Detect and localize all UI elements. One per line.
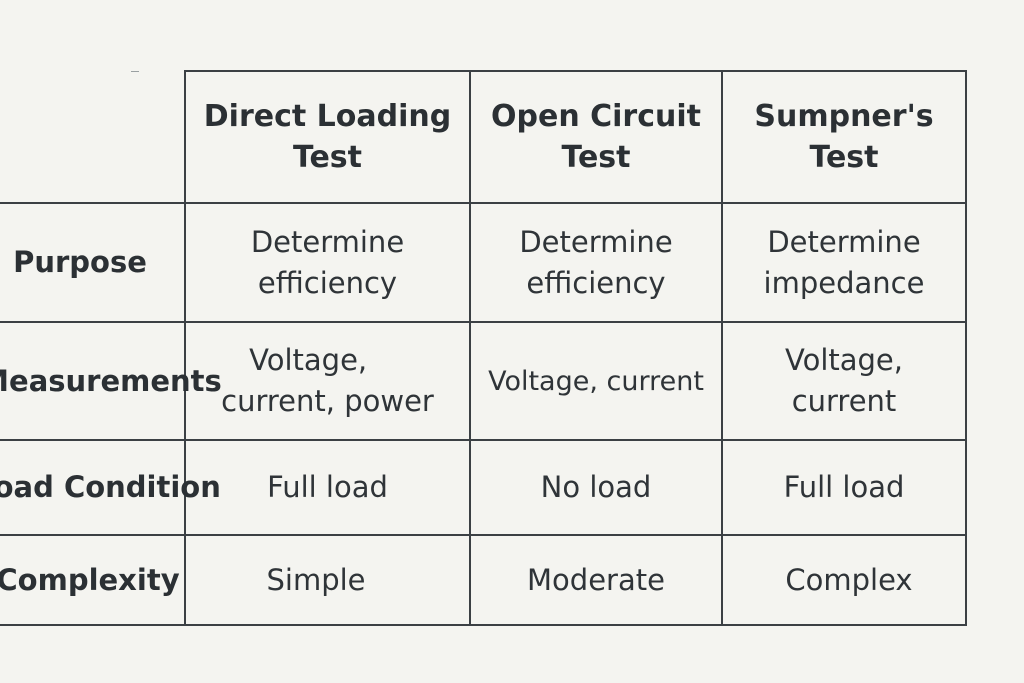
column-header-sumpners-test: Sumpner's Test xyxy=(723,72,965,202)
cell-line: Voltage, xyxy=(785,343,903,377)
column-header-line: Sumpner's xyxy=(754,99,934,134)
grid-line-header-bottom xyxy=(0,202,967,204)
cell-load-open-circuit: No load xyxy=(471,441,721,534)
cell-line: Full load xyxy=(783,470,905,504)
row-label-purpose: Purpose xyxy=(13,245,147,279)
cell-purpose-direct-loading: Determine efficiency xyxy=(186,204,469,321)
column-header-open-circuit-test: Open Circuit Test xyxy=(471,72,721,202)
column-header-line: Test xyxy=(292,140,363,175)
grid-line-col2-right xyxy=(721,70,723,626)
cell-purpose-open-circuit: Determine efficiency xyxy=(471,204,721,321)
grid-line-col1-right xyxy=(469,70,471,626)
stray-tick-mark xyxy=(131,71,139,72)
cell-line: No load xyxy=(540,470,652,504)
cell-measurements-open-circuit: Voltage, current xyxy=(471,323,721,439)
grid-line-row1-bottom xyxy=(0,321,967,323)
cell-line: efficiency xyxy=(257,265,398,300)
cell-complexity-sumpners: Complex xyxy=(723,536,975,624)
grid-line-col0-right xyxy=(184,70,186,626)
cell-line: Voltage, current xyxy=(488,365,704,397)
row-label-complexity: Complexity xyxy=(0,562,180,597)
cell-line: Determine xyxy=(250,224,405,259)
grid-line-col3-right xyxy=(965,70,967,626)
cell-line: Voltage, xyxy=(249,343,368,377)
row-label-load-condition: Load Condition xyxy=(0,470,221,504)
cell-measurements-direct-loading: Voltage, current, power xyxy=(186,323,469,439)
column-header-line: Test xyxy=(809,140,879,175)
column-header-direct-loading-test: Direct Loading Test xyxy=(186,72,469,202)
cell-load-direct-loading: Full load xyxy=(186,441,469,534)
cell-line: Simple xyxy=(266,562,366,597)
column-header-line: Open Circuit xyxy=(491,99,701,134)
grid-line-row2-bottom xyxy=(0,439,967,441)
grid-line-bottom xyxy=(0,624,967,626)
cell-line: Determine xyxy=(767,224,921,259)
grid-line-row3-bottom xyxy=(0,534,967,536)
cell-complexity-open-circuit: Moderate xyxy=(471,536,721,624)
cell-line: current, power xyxy=(221,384,434,418)
cell-line: Moderate xyxy=(527,562,665,597)
cell-measurements-sumpners: Voltage, current xyxy=(723,323,965,439)
cell-purpose-sumpners: Determine impedance xyxy=(723,204,965,321)
cell-line: impedance xyxy=(763,265,925,300)
cell-load-sumpners: Full load xyxy=(723,441,965,534)
cell-line: Determine xyxy=(519,224,673,259)
row-label-measurements: Measurements xyxy=(0,363,222,398)
cell-line: Full load xyxy=(267,470,388,504)
cell-line: Complex xyxy=(785,562,913,597)
column-header-line: Direct Loading xyxy=(203,99,452,134)
column-header-line: Test xyxy=(561,140,631,175)
grid-line-top xyxy=(185,70,967,72)
cell-line: current xyxy=(791,384,897,418)
cell-complexity-direct-loading: Simple xyxy=(186,536,446,624)
cell-line: efficiency xyxy=(526,265,666,300)
